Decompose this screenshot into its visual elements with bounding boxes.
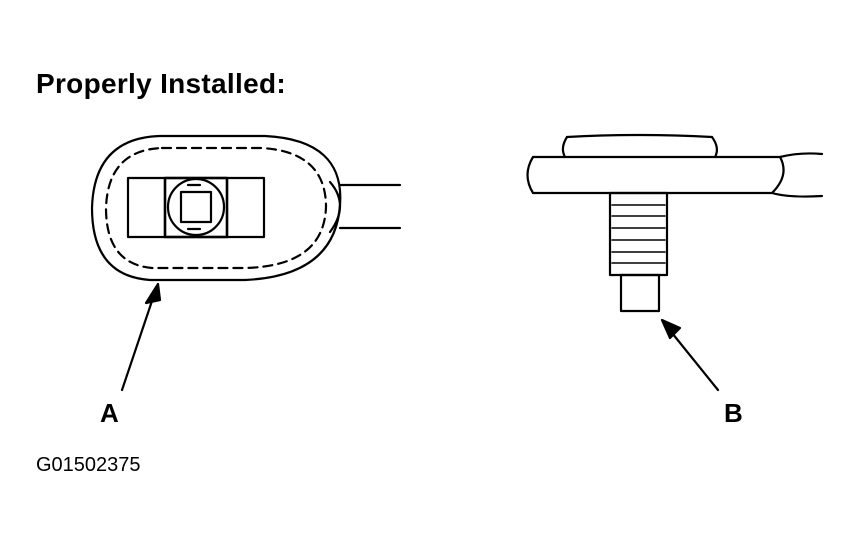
figure-id: G01502375	[36, 454, 141, 476]
callout-label-b: B	[724, 398, 743, 428]
view-b-clip-top	[565, 133, 714, 139]
view-b-thread-lines	[611, 204, 666, 264]
view-a-round-boss	[166, 177, 226, 237]
view-b-tip	[619, 273, 661, 313]
callout-label-a: A	[100, 398, 119, 428]
arrow-a-icon	[144, 282, 162, 305]
view-a-outer-housing	[90, 134, 342, 282]
arrow-b-icon	[660, 318, 682, 340]
view-a-shaft	[338, 183, 402, 230]
view-a-inner-outline	[104, 146, 328, 270]
view-a-neck	[328, 180, 342, 234]
view-b-shaft	[526, 152, 824, 198]
view-b-leader-line	[666, 326, 720, 392]
view-b-clip-left	[561, 135, 569, 159]
view-b-side-view	[526, 133, 824, 392]
view-a-top-view	[90, 134, 402, 392]
view-a-leader-line	[120, 290, 157, 392]
view-b-clip-right	[710, 135, 719, 159]
diagram-title: Properly Installed:	[36, 68, 286, 99]
view-a-inner-square	[179, 190, 213, 224]
